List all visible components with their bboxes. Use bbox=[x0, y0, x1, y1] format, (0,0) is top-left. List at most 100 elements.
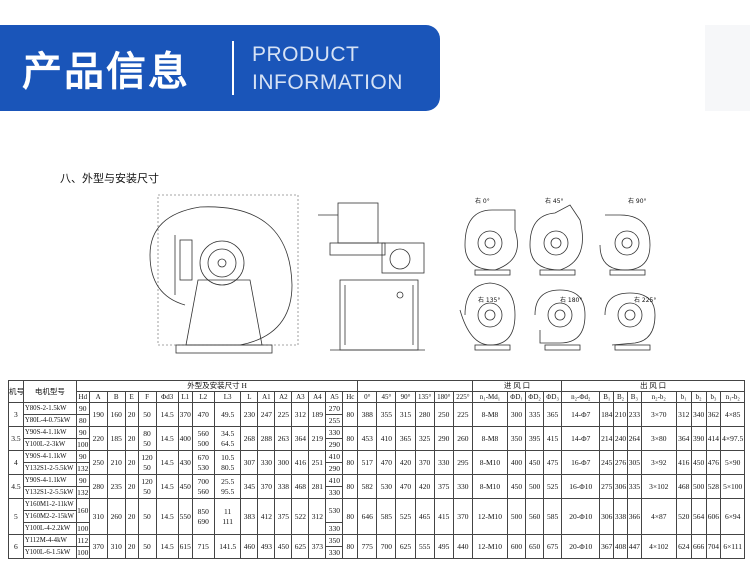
dimension-cell: 500 bbox=[690, 474, 707, 499]
dimension-cell: 355 bbox=[376, 402, 397, 427]
installation-drawings: 右 0° 右 45° 右 90° 右 135° 右 180° 右 225° bbox=[149, 194, 656, 354]
dimension-cell: 606 bbox=[705, 498, 722, 535]
motor-model-cell: Y132S1-2-5.5kW bbox=[22, 462, 77, 475]
dimension-cell: 375 bbox=[274, 498, 293, 535]
dimension-cell: 675 bbox=[543, 534, 563, 559]
dimension-cell: 260 bbox=[106, 498, 126, 535]
dimension-cell: 14.5 bbox=[155, 474, 179, 499]
dimension-cell: 440 bbox=[452, 534, 473, 559]
dimension-cell: 395 bbox=[525, 426, 545, 451]
dimension-cell: 517 bbox=[357, 450, 378, 475]
motor-model-cell: Y160M1-2-11kW bbox=[22, 498, 77, 511]
dimension-cell: 310 bbox=[88, 498, 108, 535]
banner-divider bbox=[232, 41, 234, 95]
hd-cell: 90 bbox=[75, 402, 90, 415]
fan-front-view-drawing bbox=[318, 202, 425, 351]
column-header: E bbox=[124, 391, 139, 403]
dimension-cell: 338 bbox=[274, 474, 293, 499]
dimension-cell: 415 bbox=[543, 426, 563, 451]
dimension-cell: 14.5 bbox=[155, 426, 179, 451]
dimension-cell: 275 bbox=[599, 474, 615, 499]
a5-cell: 530 bbox=[325, 498, 344, 523]
dimension-cell: 408 bbox=[613, 534, 628, 559]
column-header: b₂ bbox=[690, 391, 707, 403]
column-header: L1 bbox=[177, 391, 193, 403]
hd-cell: 80 bbox=[75, 414, 90, 427]
dimension-cell: 80 bbox=[342, 450, 359, 475]
dimension-cell: 530 bbox=[376, 474, 397, 499]
hd-cell: 100 bbox=[75, 522, 90, 535]
column-header: L3 bbox=[213, 391, 242, 403]
dimension-cell: 5×90 bbox=[720, 450, 745, 475]
dimension-cell: 80 50 bbox=[137, 426, 157, 451]
dimension-cell: 120 50 bbox=[137, 450, 157, 475]
dimension-cell: 715 bbox=[191, 534, 215, 559]
dimension-cell: 365 bbox=[543, 402, 563, 427]
column-header: Φd3 bbox=[155, 391, 179, 403]
dimension-cell: 468 bbox=[675, 474, 692, 499]
section-title: 八、外型与安装尺寸 bbox=[60, 172, 159, 185]
dimension-cell: 210 bbox=[613, 402, 628, 427]
dimension-cell: 370 bbox=[88, 534, 108, 559]
dimension-cell: 362 bbox=[705, 402, 722, 427]
dimension-cell: 420 bbox=[414, 474, 435, 499]
dimension-cell: 400 bbox=[177, 426, 193, 451]
dimension-cell: 345 bbox=[240, 474, 259, 499]
motor-model-cell: Y100L-4-2.2kW bbox=[22, 522, 77, 535]
dimension-cell: 365 bbox=[395, 426, 416, 451]
dimension-cell: 20 bbox=[124, 498, 139, 535]
hd-cell: 90 bbox=[75, 474, 90, 487]
orientation-sketch-225: 右 225° bbox=[604, 292, 656, 351]
column-header: F bbox=[137, 391, 157, 403]
dimension-cell: 260 bbox=[452, 426, 473, 451]
dimension-cell: 367 bbox=[599, 534, 615, 559]
banner-title-en-line1: PRODUCT bbox=[252, 43, 360, 66]
dimension-cell: 390 bbox=[690, 426, 707, 451]
column-header: ΦD₃ bbox=[543, 391, 563, 403]
dimension-cell: 416 bbox=[675, 450, 692, 475]
dimension-cell: 225 bbox=[452, 402, 473, 427]
hd-cell: 132 bbox=[75, 462, 90, 475]
dimension-cell: 615 bbox=[177, 534, 193, 559]
dimension-cell: 315 bbox=[395, 402, 416, 427]
dimension-cell: 495 bbox=[433, 534, 454, 559]
column-header: B bbox=[106, 391, 126, 403]
dimension-cell: 264 bbox=[626, 426, 642, 451]
dimension-cell: 3×70 bbox=[640, 402, 677, 427]
dimension-cell: 520 bbox=[675, 498, 692, 535]
dimension-cell: 8-M8 bbox=[471, 426, 509, 451]
orientation-label-180: 右 180° bbox=[560, 296, 582, 304]
dimension-cell: 415 bbox=[433, 498, 454, 535]
dimension-cell: 8-M10 bbox=[471, 474, 509, 499]
dimension-cell: 160 bbox=[106, 402, 126, 427]
a5-cell: 270 bbox=[325, 402, 344, 415]
column-header: n₂-Φd₂ bbox=[561, 391, 601, 403]
dimension-cell: 307 bbox=[240, 450, 259, 475]
dimension-cell: 775 bbox=[357, 534, 378, 559]
dimension-cell: 412 bbox=[257, 498, 276, 535]
dimension-cell: 582 bbox=[357, 474, 378, 499]
a5-cell: 410 bbox=[325, 450, 344, 463]
dimension-cell: 493 bbox=[257, 534, 276, 559]
dimension-cell: 306 bbox=[613, 474, 628, 499]
dimension-cell: 281 bbox=[308, 474, 327, 499]
header-cell: 进 风 口 bbox=[471, 380, 563, 392]
dimension-cell: 500 bbox=[506, 498, 527, 535]
motor-model-cell: Y80S-2-1.5kW bbox=[22, 402, 77, 415]
dimension-cell: 700 bbox=[376, 534, 397, 559]
dimension-cell: 370 bbox=[257, 474, 276, 499]
dimension-cell: 50 bbox=[137, 534, 157, 559]
column-header: Hd bbox=[75, 391, 90, 403]
dimension-cell: 80 bbox=[342, 534, 359, 559]
dimension-cell: 50 bbox=[137, 402, 157, 427]
dimension-cell: 4×102 bbox=[640, 534, 677, 559]
dimension-cell: 650 bbox=[525, 534, 545, 559]
dimension-cell: 233 bbox=[626, 402, 642, 427]
dimension-cell: 8-M8 bbox=[471, 402, 509, 427]
dimension-cell: 335 bbox=[525, 402, 545, 427]
dimension-cell: 416 bbox=[291, 450, 310, 475]
